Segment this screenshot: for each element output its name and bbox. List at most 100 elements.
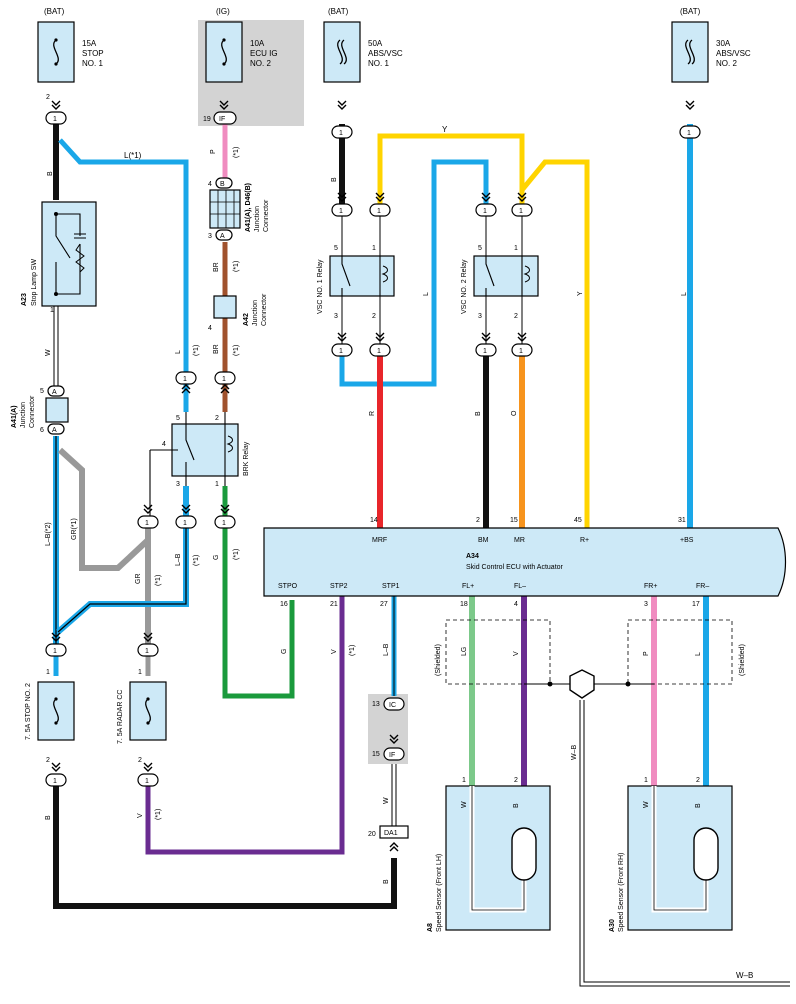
svg-text:(*1): (*1) [349,645,356,656]
svg-text:2: 2 [46,757,50,764]
svg-text:1: 1 [145,520,149,527]
svg-text:13: 13 [372,701,380,708]
svg-text:5: 5 [478,245,482,252]
svg-text:(BAT): (BAT) [44,7,65,16]
svg-text:1: 1 [519,348,523,355]
svg-text:Connector: Connector [29,395,36,428]
svg-text:5: 5 [40,388,44,395]
svg-text:1: 1 [339,130,343,137]
svg-text:15A: 15A [82,39,97,48]
svg-text:(*1): (*1) [193,555,200,566]
svg-text:(Shielded): (Shielded) [435,644,442,676]
svg-text:2: 2 [46,94,50,101]
fuse-15a-stop1: (BAT) 15A STOP NO. 1 2 1 [37,7,104,125]
svg-text:50A: 50A [368,39,383,48]
svg-text:VSC NO. 1 Relay: VSC NO. 1 Relay [317,259,324,314]
svg-text:NO. 1: NO. 1 [368,59,389,68]
svg-text:STPO: STPO [278,583,298,590]
svg-text:2: 2 [696,777,700,784]
svg-text:2: 2 [372,313,376,320]
svg-text:B: B [475,411,482,416]
svg-text:IF: IF [219,116,225,123]
svg-text:Speed Sensor (Front RH): Speed Sensor (Front RH) [618,853,625,932]
connector-da1: 20 DA1 [368,825,409,852]
svg-text:B: B [383,879,390,884]
svg-text:4: 4 [162,441,166,448]
svg-text:P: P [643,651,650,656]
svg-text:W: W [45,349,52,356]
svg-text:R+: R+ [580,537,589,544]
svg-text:5: 5 [176,415,180,422]
svg-text:1: 1 [183,376,187,383]
fuse-7-5a-stop2: 1 1 2 1 7. 5A STOP NO. 2 [25,632,75,787]
svg-text:GR: GR [135,574,142,585]
svg-text:L: L [681,292,688,296]
svg-text:A41(A): A41(A) [11,405,18,428]
svg-text:1: 1 [372,245,376,252]
fuse-10a-ecuig2: (IG) 10A ECU IG NO. 2 19 IF [203,7,278,125]
svg-text:A: A [220,233,225,240]
svg-text:1: 1 [644,777,648,784]
svg-text:1: 1 [145,778,149,785]
svg-text:1: 1 [514,245,518,252]
svg-text:1: 1 [46,669,50,676]
wire-y-top [377,133,525,204]
svg-text:7. 5A STOP NO. 2: 7. 5A STOP NO. 2 [25,683,32,740]
svg-text:FL–: FL– [514,583,526,590]
wire-gr [57,447,151,571]
svg-text:1: 1 [53,116,57,123]
svg-text:ABS/VSC: ABS/VSC [368,49,403,58]
vsc1-relay: 5 1 3 2 VSC NO. 1 Relay [317,245,395,320]
svg-text:Y: Y [442,125,448,134]
svg-text:1: 1 [215,481,219,488]
svg-text:Speed Sensor (Front LH): Speed Sensor (Front LH) [436,854,443,932]
svg-text:(*1): (*1) [233,261,240,272]
speed-sensor-front-rh: 1 2 W B A30 Speed Sensor (Front RH) [609,777,733,932]
svg-text:Skid Control ECU with Actuator: Skid Control ECU with Actuator [466,564,564,571]
svg-text:20: 20 [368,831,376,838]
svg-text:1: 1 [377,348,381,355]
svg-text:10A: 10A [250,39,265,48]
svg-text:VSC NO. 2 Relay: VSC NO. 2 Relay [461,259,468,314]
svg-text:1: 1 [183,520,187,527]
svg-text:1: 1 [53,648,57,655]
svg-text:B: B [331,177,338,182]
svg-text:1: 1 [50,307,54,314]
svg-text:2: 2 [514,777,518,784]
svg-text:(*1): (*1) [193,345,200,356]
shield-right [627,619,733,685]
svg-text:W: W [643,801,650,808]
svg-text:1: 1 [687,130,691,137]
svg-text:IC: IC [389,702,396,709]
svg-text:FL+: FL+ [462,583,474,590]
svg-text:17: 17 [692,601,700,608]
svg-text:15: 15 [372,751,380,758]
svg-text:1: 1 [222,520,226,527]
svg-text:L: L [175,350,182,354]
svg-text:FR–: FR– [696,583,709,590]
svg-text:V: V [513,651,520,656]
label-b: B [47,171,54,176]
wire-lb-brk [56,486,189,635]
svg-text:3: 3 [478,313,482,320]
svg-text:Junction: Junction [20,402,27,428]
svg-text:7. 5A RADAR CC: 7. 5A RADAR CC [117,690,124,744]
svg-text:L: L [695,652,702,656]
svg-text:BRK Relay: BRK Relay [243,441,250,476]
svg-text:LG: LG [461,647,468,656]
svg-text:W: W [383,797,390,804]
wire-vsc2-bot [485,296,523,344]
svg-text:P: P [210,149,217,154]
svg-text:Junction: Junction [252,300,259,326]
fuse-30a-absvsc2: (BAT) 30A ABS/VSC NO. 2 1 [671,7,751,139]
connector-ic-if: 13 IC 15 IF [372,697,405,761]
svg-text:4: 4 [208,325,212,332]
wire-vsc1-bot [341,296,381,344]
vsc2-relay: 5 1 3 2 VSC NO. 2 Relay [461,245,539,320]
wire-v-stp2 [145,596,345,855]
svg-text:A30: A30 [609,919,616,932]
svg-text:1: 1 [339,208,343,215]
junction-a42: 4 A42 Junction Connector [208,293,268,332]
svg-text:BM: BM [478,537,489,544]
